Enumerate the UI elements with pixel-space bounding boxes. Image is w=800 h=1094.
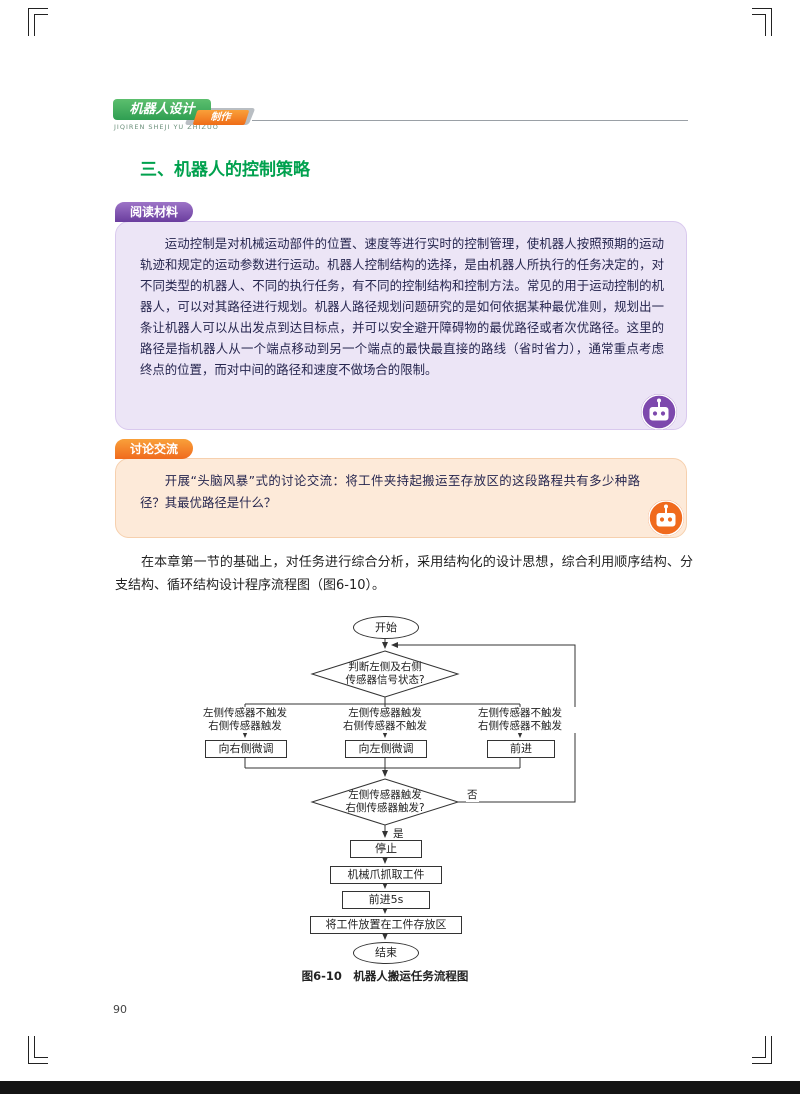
flowchart-step-stop: 停止 xyxy=(350,840,422,858)
flowchart-label-yes: 是 xyxy=(392,826,405,841)
flowchart-end: 结束 xyxy=(353,942,419,964)
page-number: 90 xyxy=(113,1003,127,1016)
header-rule xyxy=(252,120,688,121)
flowchart-label-no: 否 xyxy=(466,787,479,802)
flowchart-step-forward: 前进 xyxy=(487,740,555,758)
flowchart-branch-left-condition: 左侧传感器不触发 右侧传感器触发 xyxy=(188,707,302,733)
flowchart-step-place-workpiece: 将工件放置在工件存放区 xyxy=(310,916,462,934)
robot-discussion-icon xyxy=(647,499,685,537)
discussion-tab: 讨论交流 xyxy=(115,439,194,459)
robot-reading-icon xyxy=(640,393,678,431)
reading-material-box: 运动控制是对机械运动部件的位置、速度等进行实时的控制管理，使机器人按照预期的运动… xyxy=(115,221,687,430)
flowchart-connectors xyxy=(242,637,576,940)
figure-caption: 图6-10 机器人搬运任务流程图 xyxy=(301,969,469,983)
flowchart-decision-sensors: 判断左侧及右侧 传感器信号状态? xyxy=(345,661,425,686)
section-title: 三、机器人的控制策略 xyxy=(140,160,310,180)
flowchart-branch-middle-condition: 左侧传感器触发 右侧传感器不触发 xyxy=(328,707,442,733)
book-title-pinyin: JIQIREN SHEJI YU ZHIZUO xyxy=(114,123,219,131)
flowchart-start: 开始 xyxy=(353,616,419,639)
flowchart-figure: 开始 判断左侧及右侧 传感器信号状态? 左侧传感器不触发 右侧传感器触发 左侧传… xyxy=(170,612,630,994)
body-paragraph: 在本章第一节的基础上，对任务进行综合分析，采用结构化的设计思想，综合利用顺序结构… xyxy=(115,555,693,593)
crop-mark-bottom-right xyxy=(752,1036,772,1064)
flowchart-step-forward-5s: 前进5s xyxy=(342,891,430,909)
flowchart-step-adjust-right: 向右侧微调 xyxy=(205,740,287,758)
crop-mark-bottom-left xyxy=(28,1036,48,1064)
flowchart-branch-right-condition: 左侧传感器不触发 右侧传感器不触发 xyxy=(463,707,577,733)
reading-material-tab: 阅读材料 xyxy=(115,202,194,222)
flowchart-decision-both-triggered: 左侧传感器触发 右侧传感器触发? xyxy=(345,789,425,814)
scan-bottom-bar xyxy=(0,1081,800,1094)
discussion-text: 开展“头脑风暴”式的讨论交流：将工件夹持起搬运至存放区的这段路程共有多少种路径？… xyxy=(140,473,640,510)
crop-mark-top-right xyxy=(752,8,772,36)
flowchart-step-adjust-left: 向左侧微调 xyxy=(345,740,427,758)
discussion-box: 开展“头脑风暴”式的讨论交流：将工件夹持起搬运至存放区的这段路程共有多少种路径？… xyxy=(115,458,687,538)
reading-material-text: 运动控制是对机械运动部件的位置、速度等进行实时的控制管理，使机器人按照预期的运动… xyxy=(140,236,664,377)
flowchart-step-grab-workpiece: 机械爪抓取工件 xyxy=(330,866,442,884)
book-title-badge: 机器人设计 xyxy=(113,99,211,120)
book-subtitle-badge: 制作 xyxy=(192,110,250,125)
crop-mark-top-left xyxy=(28,8,48,36)
